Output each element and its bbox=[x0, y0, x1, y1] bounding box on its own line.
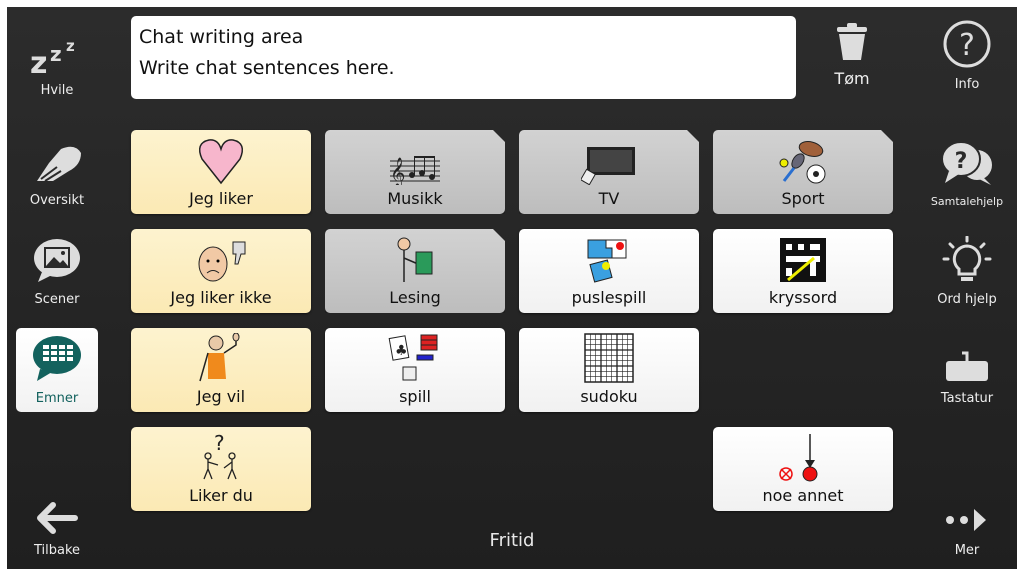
svg-text:z: z bbox=[66, 37, 75, 55]
svg-text:♣: ♣ bbox=[395, 343, 408, 359]
svg-text:𝄞: 𝄞 bbox=[390, 157, 405, 185]
sudoku-grid-icon bbox=[584, 333, 634, 383]
something-else-icon bbox=[779, 434, 818, 482]
cell-label: Lesing bbox=[389, 288, 441, 307]
hand-icon bbox=[37, 146, 81, 182]
dislike-face-icon bbox=[198, 241, 246, 282]
info-button[interactable]: ? Info bbox=[926, 14, 1008, 98]
tom-button[interactable]: Tøm bbox=[811, 14, 893, 94]
svg-text:?: ? bbox=[955, 149, 968, 174]
lightbulb-icon bbox=[942, 236, 992, 281]
cell-label: kryssord bbox=[768, 288, 838, 307]
games-icon: ♣ bbox=[388, 334, 438, 381]
reading-person-icon bbox=[397, 237, 433, 282]
ord-hjelp-label: Ord hjelp bbox=[937, 292, 997, 307]
page-title: Fritid bbox=[489, 530, 535, 551]
emner-label: Emner bbox=[35, 391, 79, 406]
question-bubbles-icon: ? bbox=[941, 141, 992, 185]
samtalehjelp-button[interactable]: ? Samtalehjelp bbox=[926, 130, 1008, 214]
chat-writing-area[interactable]: Chat writing area Write chat sentences h… bbox=[131, 16, 796, 99]
cell-label: puslespill bbox=[571, 288, 647, 307]
cell-noe-annet[interactable]: noe annet bbox=[713, 427, 893, 511]
svg-text:?: ? bbox=[959, 28, 975, 63]
tom-label: Tøm bbox=[834, 69, 870, 88]
crossword-icon bbox=[780, 238, 826, 282]
oversikt-label: Oversikt bbox=[29, 193, 85, 208]
cell-label: sudoku bbox=[580, 387, 638, 406]
cell-puslespill[interactable]: puslespill bbox=[519, 229, 699, 313]
cell-label: Jeg liker ikke bbox=[170, 288, 272, 307]
dots-arrow-icon bbox=[946, 509, 986, 531]
folder-musikk[interactable]: 𝄞 Musikk bbox=[325, 130, 505, 214]
trash-icon bbox=[837, 23, 867, 60]
ord-hjelp-button[interactable]: Ord hjelp bbox=[926, 229, 1008, 313]
cell-label: TV bbox=[598, 189, 620, 208]
arrow-left-icon bbox=[37, 502, 78, 534]
cell-spill[interactable]: ♣ spill bbox=[325, 328, 505, 412]
scener-label: Scener bbox=[34, 292, 80, 307]
tilbake-label: Tilbake bbox=[33, 543, 81, 558]
keyboard-icon bbox=[946, 351, 988, 381]
hvile-label: Hvile bbox=[40, 83, 74, 98]
cell-kryssord[interactable]: kryssord bbox=[713, 229, 893, 313]
tv-icon bbox=[581, 147, 635, 185]
info-label: Info bbox=[954, 77, 980, 92]
cell-label: noe annet bbox=[762, 486, 844, 505]
tilbake-button[interactable]: Tilbake bbox=[16, 480, 98, 564]
cell-jeg-liker-ikke[interactable]: Jeg liker ikke bbox=[131, 229, 311, 313]
cell-label: spill bbox=[399, 387, 431, 406]
puzzle-icon bbox=[587, 239, 627, 283]
folder-lesing[interactable]: Lesing bbox=[325, 229, 505, 313]
tastatur-label: Tastatur bbox=[940, 391, 994, 406]
chat-line: Write chat sentences here. bbox=[139, 57, 395, 79]
two-people-question-icon: ? bbox=[203, 432, 237, 480]
cell-liker-du[interactable]: ? Liker du bbox=[131, 427, 311, 511]
chat-line: Chat writing area bbox=[139, 26, 304, 48]
svg-text:z: z bbox=[30, 46, 47, 75]
cell-label: Musikk bbox=[387, 189, 443, 208]
cell-label: Jeg vil bbox=[196, 387, 246, 406]
folder-sport[interactable]: Sport bbox=[713, 130, 893, 214]
cell-label: Sport bbox=[781, 189, 825, 208]
tastatur-button[interactable]: Tastatur bbox=[926, 328, 1008, 412]
cell-label: Jeg liker bbox=[189, 189, 253, 208]
emner-button[interactable]: Emner bbox=[16, 328, 98, 412]
picture-bubble-icon bbox=[34, 239, 80, 282]
question-circle-icon: ? bbox=[943, 20, 991, 68]
mer-label: Mer bbox=[954, 543, 980, 558]
folder-tv[interactable]: TV bbox=[519, 130, 699, 214]
heart-icon bbox=[198, 139, 244, 185]
grid-bubble-icon bbox=[33, 336, 81, 381]
cell-sudoku[interactable]: sudoku bbox=[519, 328, 699, 412]
scener-button[interactable]: Scener bbox=[16, 229, 98, 313]
cell-label: Liker du bbox=[189, 486, 253, 505]
samtalehjelp-label: Samtalehjelp bbox=[930, 195, 1004, 208]
cell-jeg-vil[interactable]: Jeg vil bbox=[131, 328, 311, 412]
svg-text:z: z bbox=[50, 42, 62, 66]
cell-jeg-liker[interactable]: Jeg liker bbox=[131, 130, 311, 214]
svg-text:?: ? bbox=[214, 432, 225, 455]
music-notes-icon: 𝄞 bbox=[390, 156, 440, 185]
mer-button[interactable]: Mer bbox=[926, 480, 1008, 564]
sports-balls-icon bbox=[779, 141, 826, 184]
person-raising-hand-icon bbox=[199, 333, 240, 382]
oversikt-button[interactable]: Oversikt bbox=[16, 130, 98, 214]
